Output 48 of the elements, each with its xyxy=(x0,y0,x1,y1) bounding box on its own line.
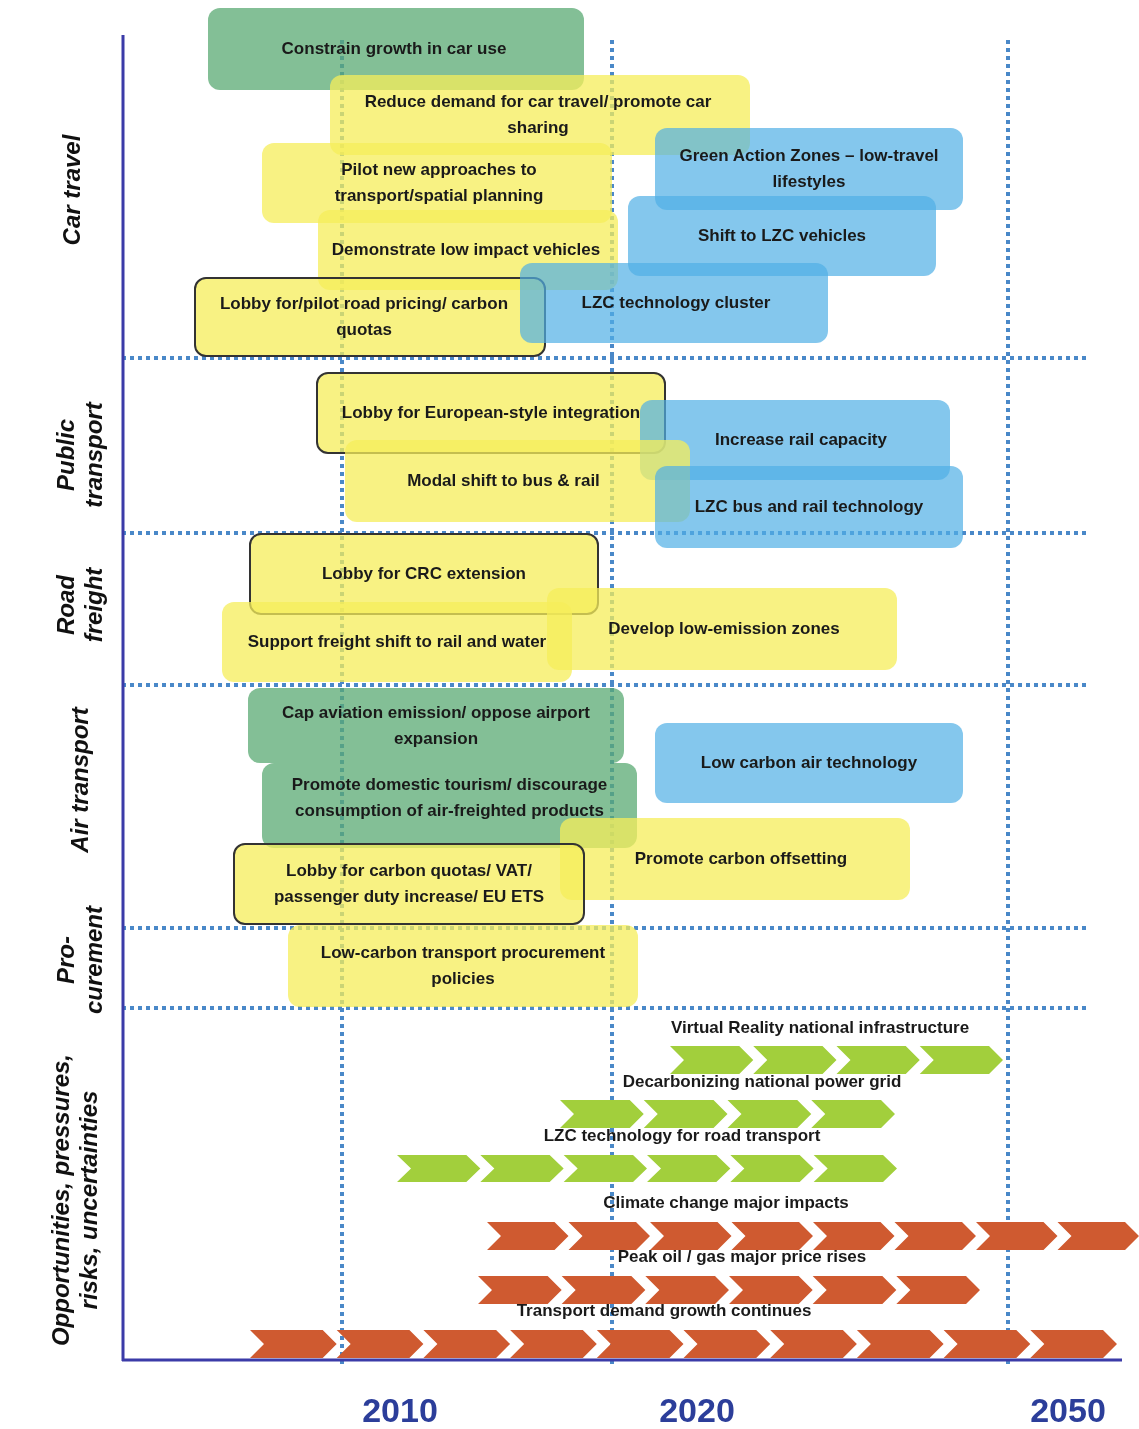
row-heading: Car travel xyxy=(58,133,86,248)
action-box xyxy=(233,843,585,925)
action-text: Modal shift to bus & rail xyxy=(406,470,601,492)
year-label: 2010 xyxy=(362,1389,438,1429)
action-text: Low-carbon transport procurement policies xyxy=(319,942,607,990)
action-text: LZC bus and rail technology xyxy=(693,496,925,518)
trend-label: Decarbonizing national power grid xyxy=(622,1071,902,1094)
action-box xyxy=(288,925,638,1007)
action-text: Support freight shift to rail and water xyxy=(246,631,548,653)
year-label: 2020 xyxy=(659,1389,735,1429)
action-box xyxy=(560,818,910,900)
action-text: Low carbon air technology xyxy=(699,752,919,774)
row-heading: Road freight xyxy=(52,566,108,645)
row-heading: Public transport xyxy=(52,400,108,510)
trend-label: Virtual Reality national infrastructure xyxy=(670,1017,970,1040)
action-box xyxy=(628,196,936,276)
action-box xyxy=(248,688,624,763)
action-text: Reduce demand for car travel/ promote car sharing xyxy=(363,91,713,139)
action-text: LZC technology cluster xyxy=(580,292,772,314)
trend-label: Climate change major impacts xyxy=(603,1192,849,1215)
action-box xyxy=(345,440,690,522)
action-text: Promote carbon offsetting xyxy=(633,848,849,870)
action-text: Develop low-emission zones xyxy=(607,618,841,640)
action-text: Lobby for European-style integration xyxy=(340,402,642,424)
trend-label: Transport demand growth continues xyxy=(516,1300,812,1323)
trend-label: LZC technology for road transport xyxy=(543,1125,821,1148)
action-text: Lobby for/pilot road pricing/ carbon quotas xyxy=(218,293,510,341)
row-heading: Air transport xyxy=(66,705,94,855)
action-box xyxy=(655,466,963,548)
action-box xyxy=(655,723,963,803)
action-text: Lobby for carbon quotas/ VAT/ passenger duty increase/ EU ETS xyxy=(272,860,546,908)
action-box xyxy=(547,588,897,670)
action-text: Promote domestic tourism/ discourage consumption of air-freighted products xyxy=(290,773,609,822)
action-text: Cap aviation emission/ oppose airport expansion xyxy=(281,701,591,750)
action-box xyxy=(222,602,572,682)
action-text: Increase rail capacity xyxy=(714,429,888,451)
year-label: 2050 xyxy=(1030,1389,1106,1429)
row-heading: Pro-curement xyxy=(52,904,108,1017)
action-text: Shift to LZC vehicles xyxy=(696,225,868,247)
action-text: Demonstrate low impact vehicles xyxy=(330,239,602,261)
action-box xyxy=(194,277,546,357)
action-text: Green Action Zones – low-travel lifestyles xyxy=(678,145,940,193)
action-text: Lobby for CRC extension xyxy=(321,563,527,585)
trend-label: Peak oil / gas major price rises xyxy=(617,1246,867,1269)
action-text: Constrain growth in car use xyxy=(280,38,508,60)
action-text: Pilot new approaches to transport/spatial planning xyxy=(333,159,545,207)
action-box xyxy=(520,263,828,343)
row-heading: Opportunities, pressures, risks, uncertainties xyxy=(47,1052,103,1349)
